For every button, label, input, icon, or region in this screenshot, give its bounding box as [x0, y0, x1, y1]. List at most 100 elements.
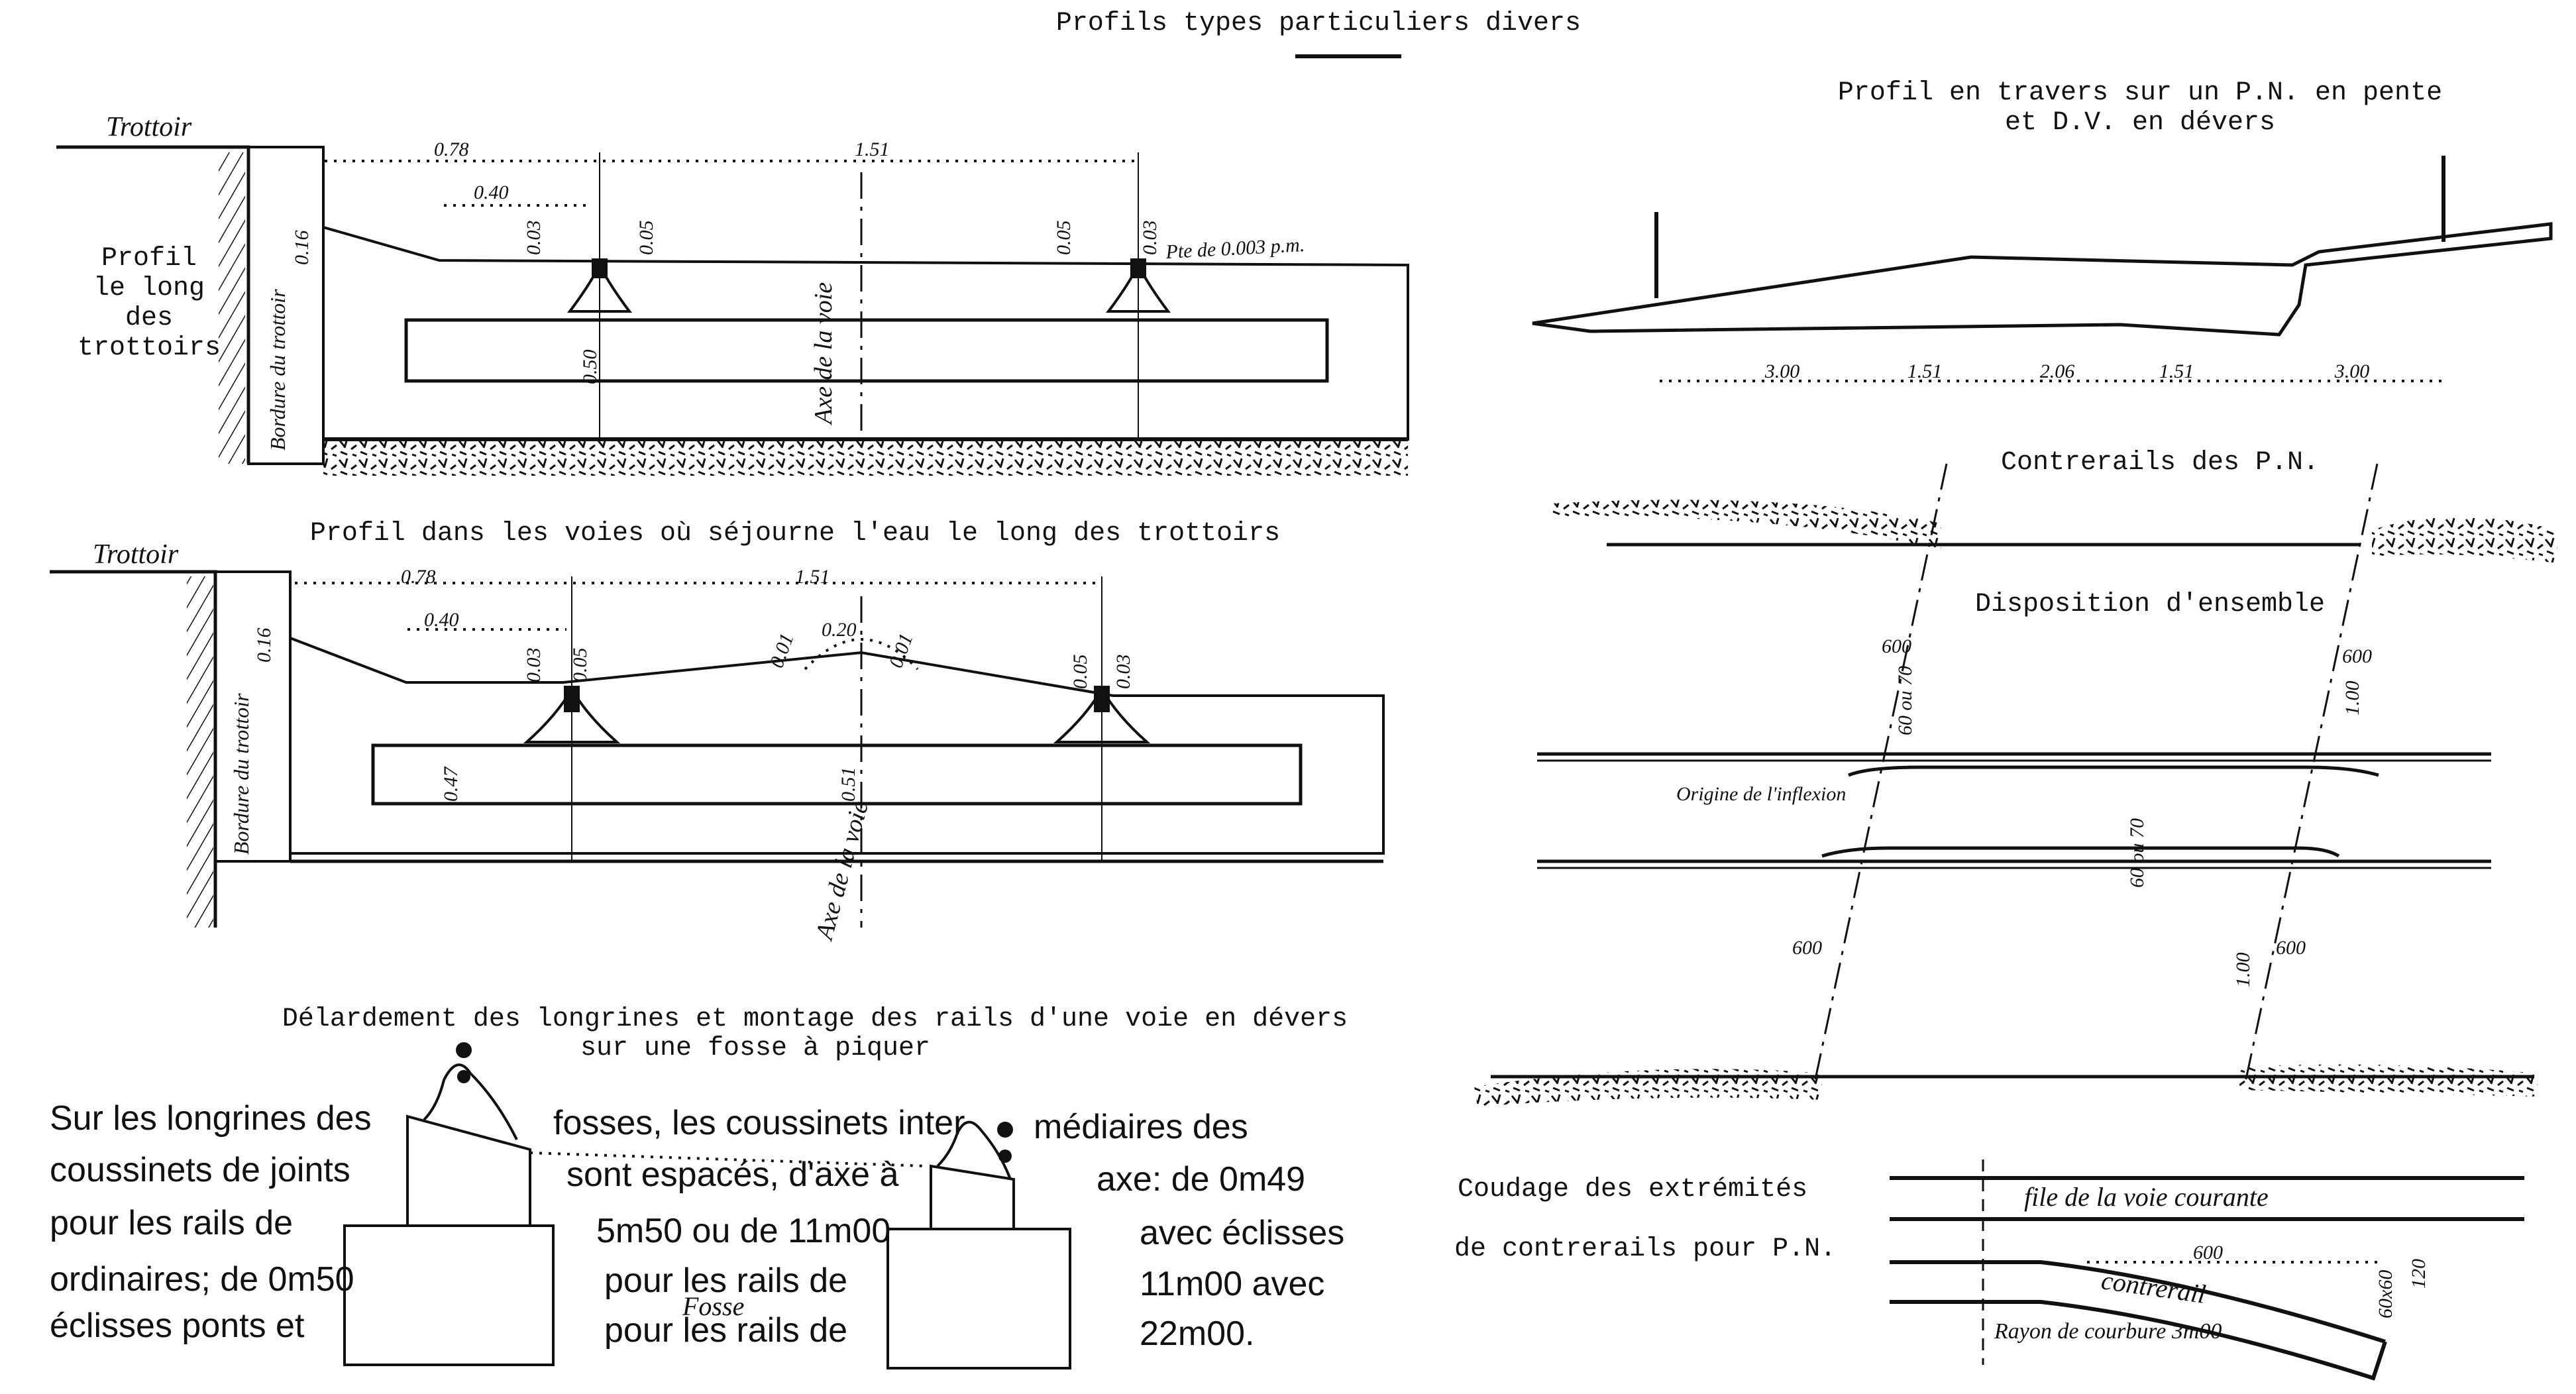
dim-label: 0.47 — [440, 766, 462, 802]
delardement-section: Délardement des longrines et montage des… — [50, 1004, 1348, 1369]
check-rail — [1848, 765, 2379, 777]
subgrade — [323, 439, 1408, 476]
pit-wall-right — [886, 1228, 1071, 1369]
dim-label: 0.05 — [1069, 655, 1091, 690]
profile-water-along-sidewalks: Profil dans les voies où séjourne l'eau … — [50, 519, 1385, 944]
longrine — [371, 743, 1303, 806]
dim-label: 600 — [2193, 1242, 2223, 1263]
rayon-label: Rayon de courbure 3m00 — [1994, 1319, 2222, 1344]
dim-label: 0.20 — [822, 619, 857, 641]
ground-profile — [1532, 222, 2553, 337]
note-line: 11m00 avec — [1140, 1265, 1324, 1303]
ballast — [322, 225, 1409, 441]
origin-label: Origine de l'inflexion — [1676, 783, 1846, 805]
dim-label: 600 — [2342, 645, 2372, 667]
note-line: coussinets de joints — [50, 1151, 350, 1189]
note-left-column: Sur les longrines des coussinets de join… — [50, 1099, 372, 1345]
dim-label: 0.03 — [523, 221, 545, 256]
dim-label: 0.16 — [253, 628, 275, 663]
file-label: file de la voie courante — [2024, 1182, 2269, 1212]
axis-label: Axe de la voie — [810, 798, 874, 944]
dim-label: 0.01 — [885, 631, 918, 671]
dim-label: 1.51 — [855, 138, 890, 160]
check-rail-end-bending: Coudage des extrémités de contrerails po… — [1454, 1159, 2524, 1381]
dim-label: 1.51 — [2159, 360, 2194, 382]
note-line: pour les rails de — [604, 1311, 847, 1350]
section-title: Coudage des extrémités — [1458, 1175, 1807, 1205]
dim-label: 0.01 — [766, 631, 798, 671]
note-line: ordinaires; de 0m50 — [50, 1260, 354, 1299]
trottoir-label: Trottoir — [106, 112, 192, 142]
side-label: Profil le long des trottoirs — [78, 244, 221, 363]
section-title: et D.V. en dévers — [2005, 108, 2275, 138]
axis-label: Axe de la voie — [810, 282, 837, 426]
sheet-title-text: Profils types particuliers divers — [1056, 9, 1581, 38]
section-title: Contrerails des P.N. — [2001, 448, 2319, 478]
section-title: Profil en travers sur un P.N. en pente — [1838, 78, 2442, 108]
note-line: fosses, les coussinets inter — [553, 1104, 965, 1142]
dim-label: 0.03 — [1139, 221, 1161, 256]
dim-label: 0.40 — [474, 182, 509, 203]
dim-label: Pte de 0.003 p.m. — [1165, 234, 1305, 263]
note-line: avec éclisses — [1140, 1214, 1344, 1252]
note-line: axe: de 0m49 — [1097, 1160, 1305, 1199]
section-title: Délardement des longrines et montage des… — [282, 1004, 1348, 1034]
profile-along-sidewalks: Trottoir Bordure du trottoir Profil le l… — [56, 112, 1409, 476]
sidewalk-hatch — [219, 152, 245, 464]
dim-label: 0.51 — [837, 767, 859, 802]
note-right-column: médiaires des axe: de 0m49 avec éclisses… — [1034, 1108, 1344, 1353]
sheet-title: Profils types particuliers divers — [1056, 9, 1581, 58]
section-title: sur une fosse à piquer — [580, 1034, 930, 1063]
trottoir-label: Trottoir — [93, 539, 179, 570]
side-label-line: Profil — [101, 244, 197, 274]
dim-label: 1.51 — [795, 566, 830, 588]
section-title: de contrerails pour P.N. — [1454, 1234, 1836, 1264]
note-line: 5m50 ou de 11m00 — [596, 1212, 890, 1250]
side-label-line: trottoirs — [78, 333, 221, 363]
note-middle-column: fosses, les coussinets inter sont espacé… — [553, 1104, 965, 1350]
dim-label: 1.00 — [2232, 953, 2254, 988]
section-subtitle: Disposition d'ensemble — [1975, 590, 2325, 619]
chair-left — [423, 1063, 518, 1140]
dim-label: 0.78 — [401, 566, 436, 588]
dim-label: 1.00 — [2341, 681, 2363, 716]
note-line: Sur les longrines des — [50, 1099, 372, 1138]
dim-label: 2.06 — [2040, 360, 2075, 382]
check-rails-layout: Contrerails des P.N. Disposition d'ensem… — [1474, 448, 2557, 1106]
curb-label: Bordure du trottoir — [266, 289, 290, 451]
dim-label: 0.16 — [291, 231, 313, 266]
note-line: sont espacés, d'axe à — [566, 1155, 898, 1194]
side-label-line: des — [125, 303, 173, 333]
dim-label: 0.50 — [579, 350, 601, 385]
cross-profile-level-crossing: Profil en travers sur un P.N. en pente e… — [1532, 78, 2553, 382]
check-rail-curve — [1890, 1260, 2386, 1344]
note-line: pour les rails de — [50, 1204, 293, 1242]
curb-label: Bordure du trottoir — [229, 693, 253, 855]
note-line: médiaires des — [1034, 1108, 1248, 1146]
dim-label: 0.05 — [635, 221, 657, 256]
dim-label: 0.05 — [1053, 221, 1075, 256]
note-line: éclisses ponts et — [50, 1307, 305, 1345]
longrine — [404, 318, 1329, 383]
dim-label: 0.03 — [1112, 655, 1134, 690]
side-label-line: le long — [93, 274, 205, 303]
dim-label: 600 — [2276, 937, 2306, 959]
dim-label: 600 — [1792, 937, 1822, 959]
dim-label: 0.03 — [523, 648, 545, 683]
dim-label: 3.00 — [2334, 360, 2370, 382]
note-line: pour les rails de — [604, 1261, 847, 1300]
fosse-label: Fosse — [682, 1291, 744, 1321]
contrerail-label: contrerail — [2100, 1265, 2208, 1309]
check-rail — [1821, 846, 2340, 858]
dim-label: 3.00 — [1764, 360, 1800, 382]
dim-label: 0.78 — [434, 138, 469, 160]
dim-label: 600 — [1882, 635, 1911, 657]
ballast — [289, 636, 1385, 855]
dim-label: 60x60 — [2375, 1270, 2396, 1318]
dim-label: 1.51 — [1907, 360, 1943, 382]
dim-label: 60 ou 70 — [1894, 666, 1916, 735]
longrine-left — [406, 1114, 531, 1227]
dim-label: 120 — [2408, 1259, 2430, 1289]
section-title: Profil dans les voies où séjourne l'eau … — [310, 519, 1280, 549]
